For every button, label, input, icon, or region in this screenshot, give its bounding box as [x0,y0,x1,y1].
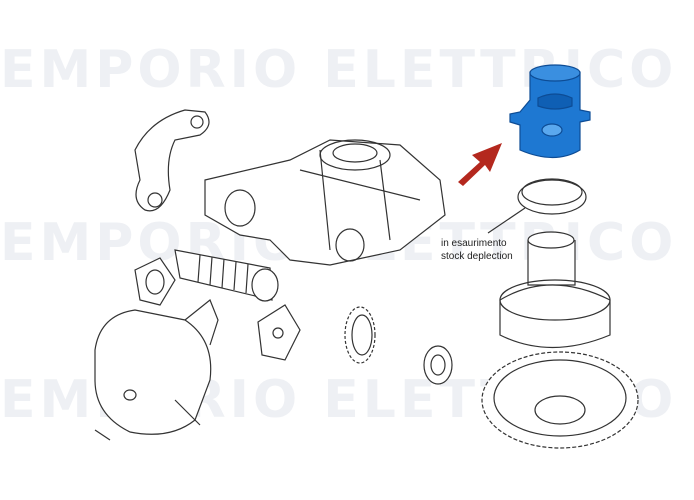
bracket-plate [257,304,301,361]
motor [94,299,219,441]
leader-line [487,207,526,234]
bearing [423,345,453,385]
note-line-2: stock deplection [441,251,513,262]
lever-arm [134,109,210,212]
note-line-1: in esaurimento [441,238,507,249]
flange-plate [134,257,176,306]
worm-shaft [174,249,279,302]
pointer-arrow [458,143,502,186]
snap-ring [517,178,587,215]
highlighted-part [509,64,591,159]
stock-note: in esaurimento stock deplection [441,237,513,263]
gearbox-housing [204,139,446,266]
large-gear [481,351,639,449]
output-shaft-hub [499,231,611,348]
spur-gear [344,306,376,364]
